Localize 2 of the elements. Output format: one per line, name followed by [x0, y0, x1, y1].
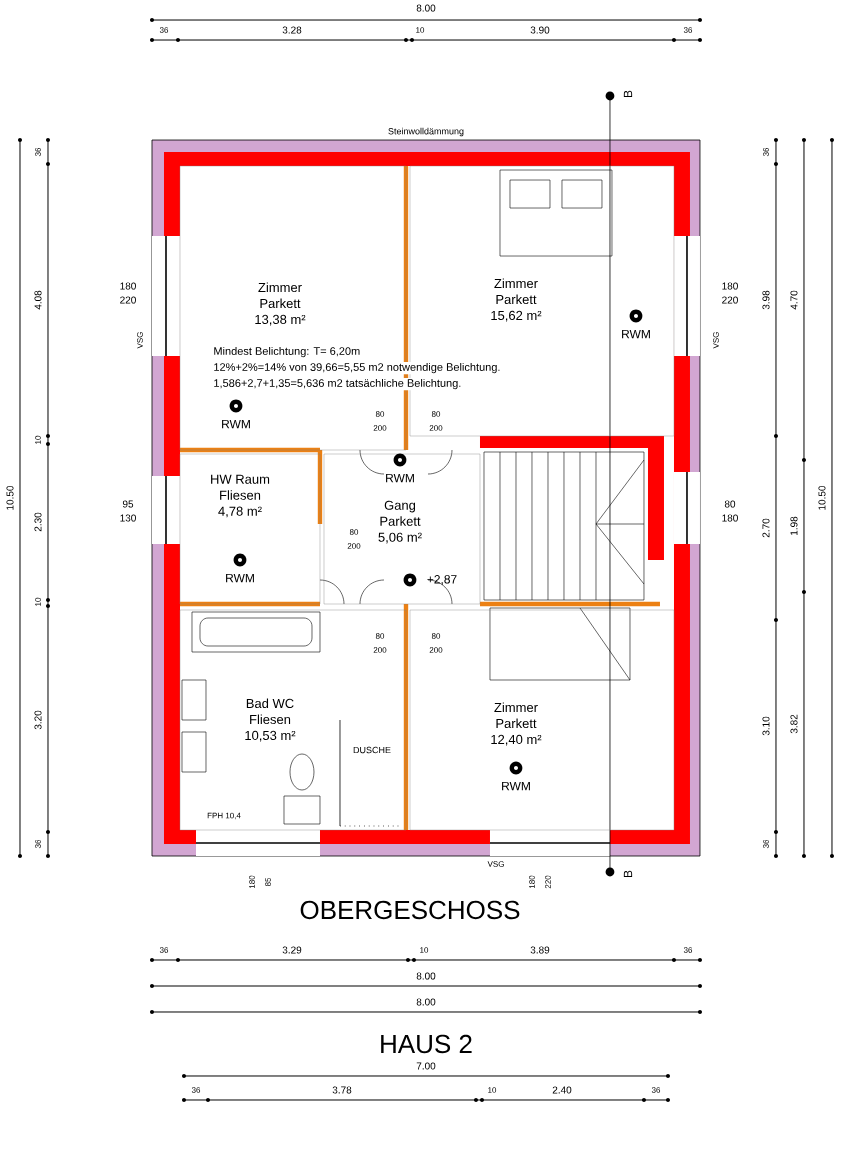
plan-title: OBERGESCHOSS	[300, 900, 520, 920]
heading: HAUS 2	[381, 1034, 472, 1054]
